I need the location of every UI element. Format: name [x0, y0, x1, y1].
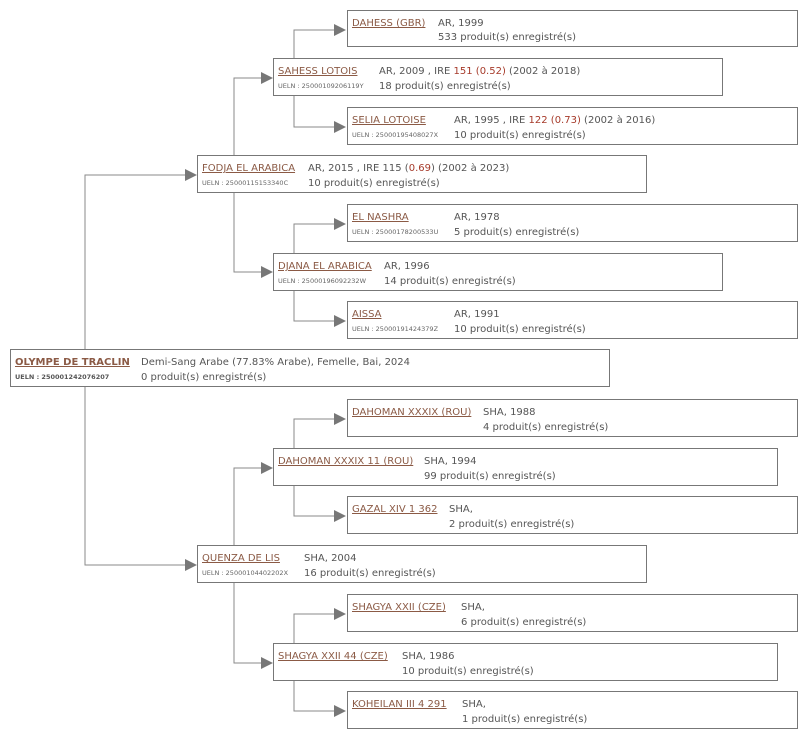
- produits-count: 0 produit(s) enregistré(s): [141, 372, 267, 383]
- horse-info: AR, 2015 , IRE 115 (0.69) (2002 à 2023): [308, 163, 510, 174]
- connector-sire-dam: [233, 193, 273, 278]
- produits-count: 10 produit(s) enregistré(s): [454, 130, 586, 141]
- connector-sahess-dahess: [293, 24, 346, 58]
- produits-count: 5 produit(s) enregistré(s): [454, 227, 580, 238]
- connector-root-sire: [84, 169, 197, 349]
- ueln-label: UELN : 25000196092232W: [278, 277, 366, 285]
- produits-count: 10 produit(s) enregistré(s): [454, 324, 586, 335]
- produits-count: 18 produit(s) enregistré(s): [379, 81, 511, 92]
- horse-info: SHA, 1988: [483, 407, 536, 418]
- horse-card-dam: QUENZA DE LIS UELN : 25000104402202X SHA…: [197, 545, 647, 583]
- horse-info: SHA,: [449, 504, 473, 515]
- horse-name-link[interactable]: EL NASHRA: [352, 212, 409, 223]
- horse-info: SHA, 2004: [304, 553, 357, 564]
- produits-count: 99 produit(s) enregistré(s): [424, 471, 556, 482]
- connector-sire-sire: [233, 72, 273, 155]
- horse-card-dam-sire-sire: DAHOMAN XXXIX (ROU) SHA, 1988 4 produit(…: [347, 399, 798, 437]
- ueln-label: UELN : 25000178200533U: [352, 228, 439, 236]
- horse-name-link[interactable]: GAZAL XIV 1 362: [352, 504, 438, 515]
- ueln-label: UELN : 25000109206119Y: [278, 82, 364, 90]
- produits-count: 14 produit(s) enregistré(s): [384, 276, 516, 287]
- horse-name-link[interactable]: SAHESS LOTOIS: [278, 66, 358, 77]
- produits-count: 4 produit(s) enregistré(s): [483, 422, 609, 433]
- connector-dahoman11-dahoman: [293, 413, 346, 448]
- horse-card-sire-sire-dam: SELIA LOTOISE UELN : 25000195408027X AR,…: [347, 107, 798, 145]
- horse-card-root: OLYMPE DE TRACLIN UELN : 250001242076207…: [10, 349, 610, 387]
- produits-count: 10 produit(s) enregistré(s): [402, 666, 534, 677]
- connector-dam-sire: [233, 462, 273, 545]
- horse-info: AR, 1999: [438, 18, 484, 29]
- produits-count: 2 produit(s) enregistré(s): [449, 519, 575, 530]
- horse-name-link[interactable]: OLYMPE DE TRACLIN: [15, 357, 130, 368]
- horse-name-link[interactable]: FODJA EL ARABICA: [202, 163, 296, 174]
- produits-count: 6 produit(s) enregistré(s): [461, 617, 587, 628]
- horse-card-dam-dam-sire: SHAGYA XXII (CZE) SHA, 6 produit(s) enre…: [347, 594, 798, 632]
- ueln-label: UELN : 25000191424379Z: [352, 325, 439, 333]
- horse-card-sire-dam-dam: AISSA UELN : 25000191424379Z AR, 1991 10…: [347, 301, 798, 339]
- horse-info: SHA, 1994: [424, 456, 477, 467]
- horse-info: Demi-Sang Arabe (77.83% Arabe), Femelle,…: [141, 357, 411, 368]
- horse-card-dam-sire: DAHOMAN XXXIX 11 (ROU) SHA, 1994 99 prod…: [273, 448, 778, 486]
- produits-count: 16 produit(s) enregistré(s): [304, 568, 436, 579]
- horse-info: SHA, 1986: [402, 651, 455, 662]
- produits-count: 533 produit(s) enregistré(s): [438, 32, 577, 43]
- horse-card-sire: FODJA EL ARABICA UELN : 25000115153340C …: [197, 155, 647, 193]
- ueln-label: UELN : 25000115153340C: [202, 179, 289, 187]
- horse-name-link[interactable]: DJANA EL ARABICA: [278, 261, 372, 272]
- ueln-label: UELN : 25000104402202X: [202, 569, 289, 577]
- connector-dahoman11-gazal: [293, 486, 346, 522]
- horse-card-sire-sire: SAHESS LOTOIS UELN : 25000109206119Y AR,…: [273, 58, 723, 96]
- horse-name-link[interactable]: KOHEILAN III 4 291: [352, 699, 447, 710]
- horse-info: AR, 1995 , IRE 122 (0.73) (2002 à 2016): [454, 115, 656, 126]
- connector-dam-dam: [233, 583, 273, 669]
- connector-root-dam: [84, 387, 197, 571]
- horse-info: AR, 2009 , IRE 151 (0.52) (2002 à 2018): [379, 66, 581, 77]
- connector-djana-aissa: [293, 291, 346, 327]
- horse-name-link[interactable]: AISSA: [352, 309, 382, 320]
- horse-card-sire-sire-sire: DAHESS (GBR) AR, 1999 533 produit(s) enr…: [347, 10, 798, 47]
- horse-card-dam-dam: SHAGYA XXII 44 (CZE) SHA, 1986 10 produi…: [273, 643, 778, 681]
- horse-info: SHA,: [462, 699, 486, 710]
- horse-name-link[interactable]: SELIA LOTOISE: [352, 115, 426, 126]
- horse-info: AR, 1996: [384, 261, 430, 272]
- horse-card-dam-dam-dam: KOHEILAN III 4 291 SHA, 1 produit(s) enr…: [347, 691, 798, 729]
- connector-sahess-selia: [293, 96, 346, 133]
- horse-info: SHA,: [461, 602, 485, 613]
- horse-card-sire-dam-sire: EL NASHRA UELN : 25000178200533U AR, 197…: [347, 204, 798, 242]
- horse-info: AR, 1978: [454, 212, 500, 223]
- connector-shagya44-koheilan: [293, 681, 346, 717]
- horse-card-sire-dam: DJANA EL ARABICA UELN : 25000196092232W …: [273, 253, 723, 291]
- horse-card-dam-sire-dam: GAZAL XIV 1 362 SHA, 2 produit(s) enregi…: [347, 496, 798, 534]
- produits-count: 10 produit(s) enregistré(s): [308, 178, 440, 189]
- ueln-label: UELN : 25000195408027X: [352, 131, 439, 139]
- connector-shagya44-shagya: [293, 608, 346, 643]
- horse-name-link[interactable]: QUENZA DE LIS: [202, 553, 280, 564]
- horse-name-link[interactable]: DAHESS (GBR): [352, 18, 426, 29]
- horse-name-link[interactable]: DAHOMAN XXXIX 11 (ROU): [278, 456, 414, 467]
- horse-name-link[interactable]: DAHOMAN XXXIX (ROU): [352, 407, 472, 418]
- connector-djana-elnashra: [293, 218, 346, 253]
- ueln-label: UELN : 250001242076207: [15, 373, 110, 381]
- produits-count: 1 produit(s) enregistré(s): [462, 714, 588, 725]
- horse-info: AR, 1991: [454, 309, 500, 320]
- horse-name-link[interactable]: SHAGYA XXII 44 (CZE): [278, 651, 388, 662]
- horse-name-link[interactable]: SHAGYA XXII (CZE): [352, 602, 446, 613]
